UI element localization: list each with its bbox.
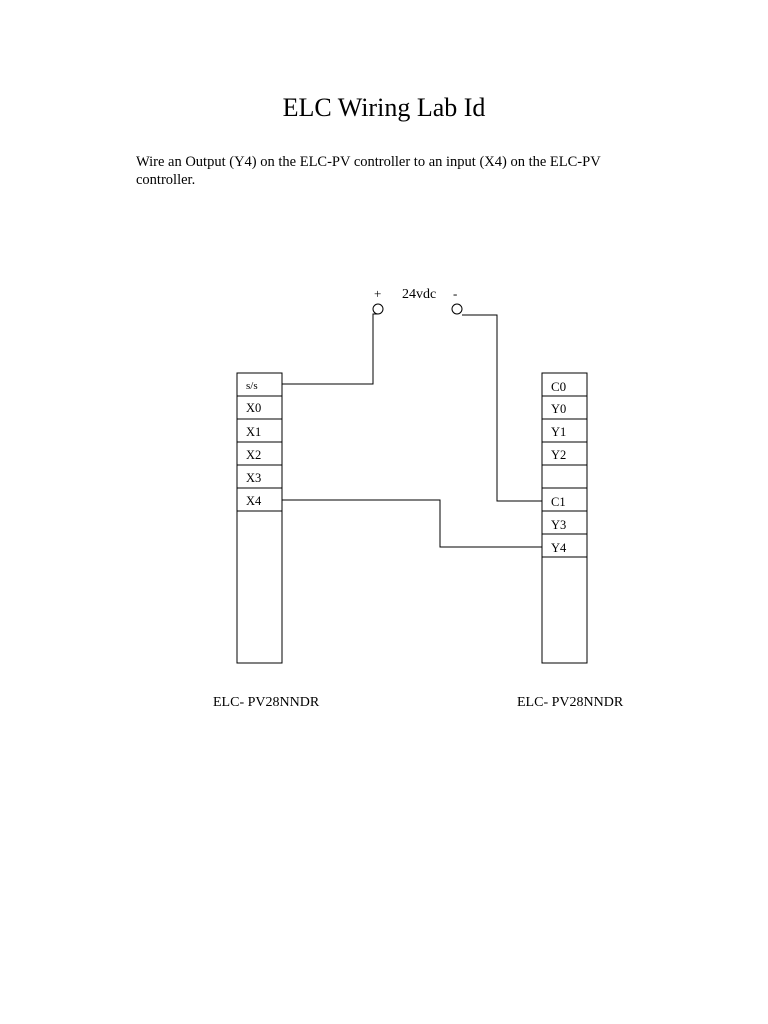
power-supply: + 24vdc -: [372, 286, 463, 315]
terminal-label-y2: Y2: [551, 448, 566, 462]
wire-plus-to-ss: [282, 313, 378, 385]
terminal-label-x2: X2: [246, 448, 261, 462]
left-controller: s/s X0 X1 X2 X3 X4: [236, 372, 283, 664]
right-controller: C0 Y0 Y1 Y2 C1 Y3 Y4: [541, 372, 588, 664]
terminal-label-ss: s/s: [246, 380, 258, 392]
terminal-label-x3: X3: [246, 471, 261, 485]
plus-terminal: [372, 303, 384, 315]
terminal-label-y3: Y3: [551, 518, 566, 532]
terminal-label-x0: X0: [246, 401, 261, 415]
right-controller-name: ELC- PV28NNDR: [517, 695, 624, 710]
terminal-label-c0: C0: [551, 379, 566, 394]
plus-label: +: [374, 286, 381, 301]
left-terminal-strip: [236, 372, 283, 664]
minus-terminal: [451, 303, 463, 315]
terminal-label-y1: Y1: [551, 425, 566, 439]
wire-minus-to-c1: [462, 314, 542, 502]
wire-x4-to-y4: [282, 499, 542, 548]
right-terminal-strip: [541, 372, 588, 664]
page-title: ELC Wiring Lab Id: [282, 93, 486, 122]
minus-label: -: [453, 286, 457, 301]
left-controller-name: ELC- PV28NNDR: [213, 695, 320, 710]
terminal-label-x4: X4: [246, 494, 262, 508]
terminal-label-x1: X1: [246, 425, 261, 439]
terminal-label-y0: Y0: [551, 402, 566, 416]
instructions-text: Wire an Output (Y4) on the ELC-PV contro…: [136, 154, 601, 188]
terminal-label-y4: Y4: [551, 541, 567, 555]
voltage-label: 24vdc: [402, 287, 436, 302]
terminal-label-c1: C1: [551, 495, 566, 509]
